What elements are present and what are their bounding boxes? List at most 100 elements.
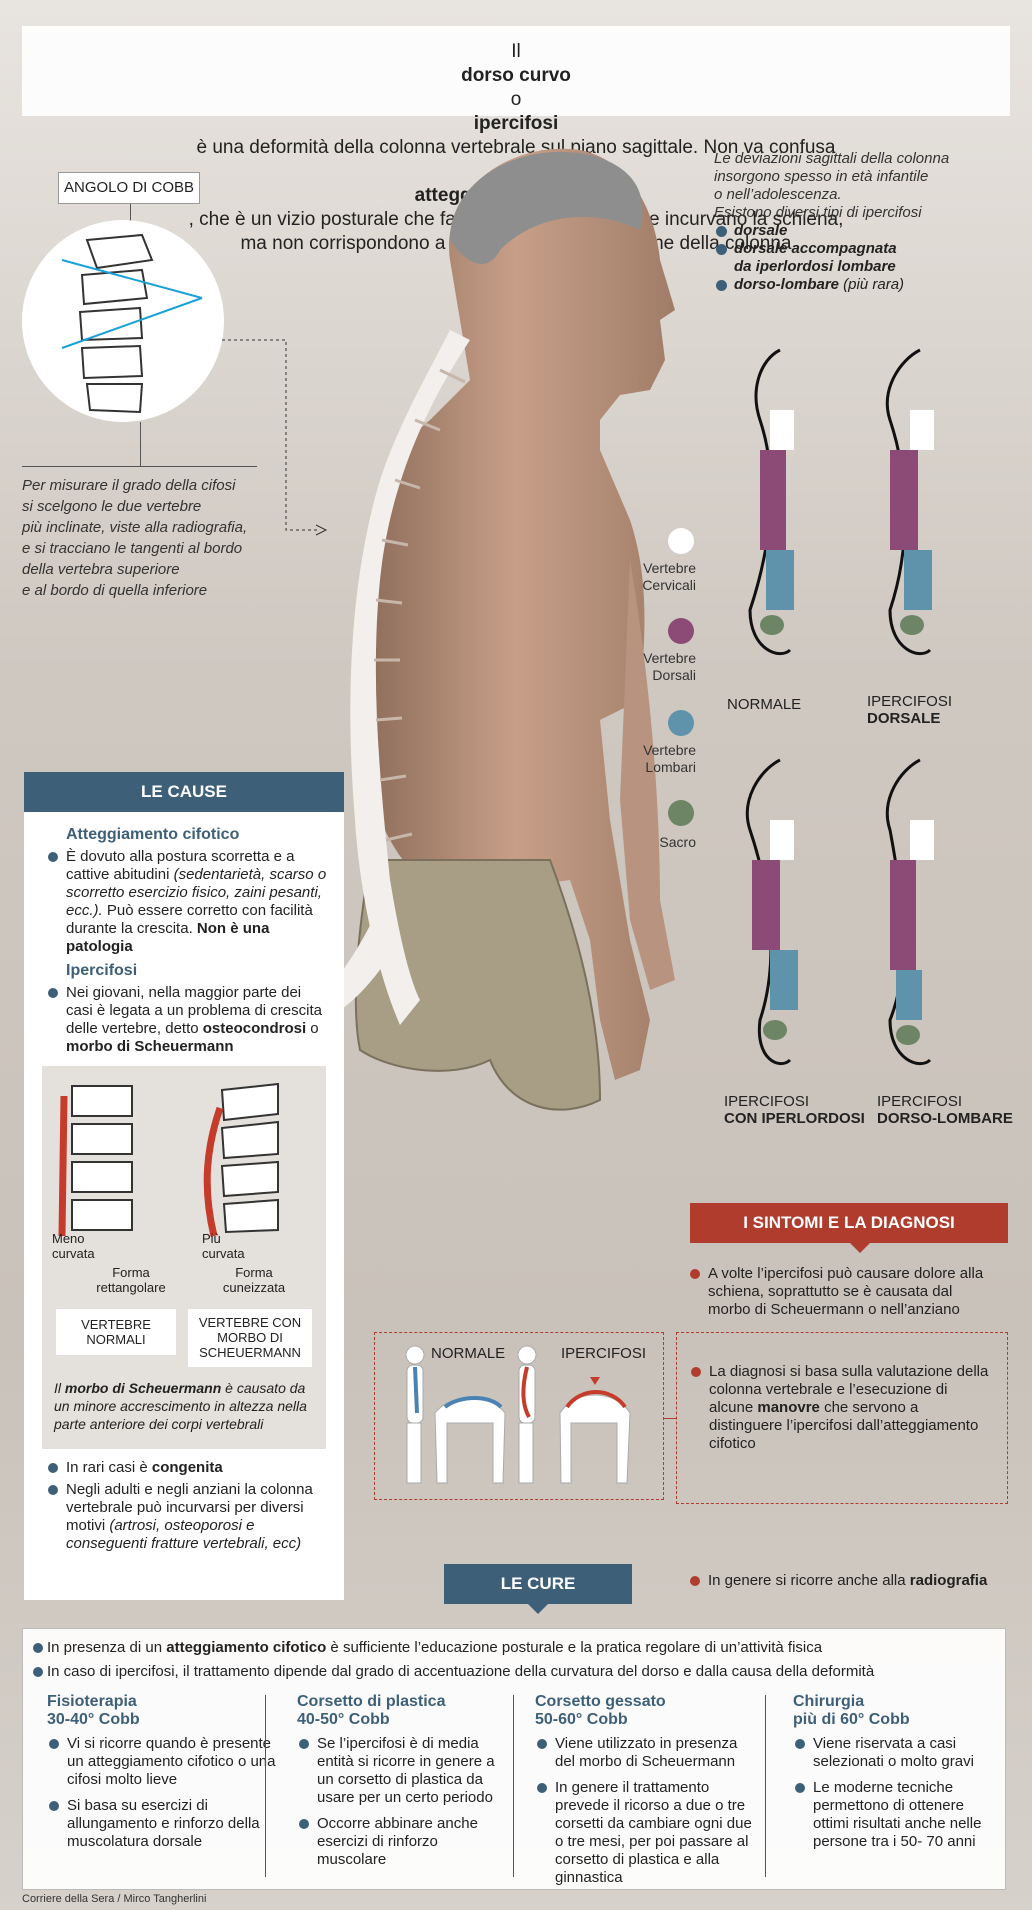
cobb-tag-connector xyxy=(130,204,131,222)
cures-title-pointer xyxy=(528,1604,548,1614)
type-name: dorso-lombare xyxy=(734,276,840,293)
legend-dot-lumbar xyxy=(668,710,694,736)
cure-col-range: 40-50° Cobb xyxy=(297,1711,390,1728)
radiography-bold: radiografia xyxy=(909,1572,988,1589)
cure-text: In presenza di un xyxy=(47,1639,167,1656)
type-item-cont: da iperlordosi lombare xyxy=(734,258,896,275)
spine-label-bold: DORSO-LOMBARE xyxy=(877,1110,1013,1127)
cause-text: In rari casi è xyxy=(66,1459,152,1476)
cure-col-item: Occorre abbinare anche esercizi di rinfo… xyxy=(297,1815,507,1869)
test-label-hyper: IPERCIFOSI xyxy=(561,1345,647,1362)
cause-text: o xyxy=(306,1020,319,1037)
label-less-curved: Meno curvata xyxy=(52,1231,95,1261)
symptoms-title: I SINTOMI E LA DIAGNOSI xyxy=(690,1203,1008,1243)
column-divider xyxy=(765,1695,766,1877)
cause-text: È dovuto alla postura scorretta e a catt… xyxy=(66,848,295,883)
cobb-line: e si tracciano le tangenti al bordo xyxy=(22,540,243,557)
diagnosis-bold: manovre xyxy=(757,1399,820,1416)
legend-dot-sacrum xyxy=(668,800,694,826)
cobb-line: della vertebra superiore xyxy=(22,561,180,578)
cobb-diagram xyxy=(22,220,224,422)
label-more-curved: Più curvata xyxy=(202,1231,245,1261)
cure-col-item: Si basa su esercizi di allungamento e ri… xyxy=(47,1797,287,1851)
info-line: Le deviazioni sagittali della colonna xyxy=(714,150,950,167)
scheuermann-note: Il morbo di Scheuermann è causato da un … xyxy=(54,1379,324,1433)
man-illustration xyxy=(300,148,675,1111)
scheuermann-box: VERTEBRE CON MORBO DI SCHEUERMANN xyxy=(188,1309,312,1367)
spine-label-line: IPERCIFOSI xyxy=(877,1093,963,1110)
note-text: è causato da un minore accrescimento in … xyxy=(54,1380,307,1432)
cobb-line: più inclinate, viste alla radiografia, xyxy=(22,519,248,536)
cures-panel: In presenza di un atteggiamento cifotico… xyxy=(22,1628,1006,1890)
causes-subtitle: Ipercifosi xyxy=(66,962,138,979)
cure-intro: In presenza di un atteggiamento cifotico… xyxy=(23,1639,1005,1657)
cause-italic: (artrosi, osteoporosi e conseguenti frat… xyxy=(66,1517,302,1552)
legend-label-cervical: Vertebre Cervicali xyxy=(642,560,696,593)
vertebrae-comparison: Meno curvata Più curvata Forma rettangol… xyxy=(42,1066,326,1449)
diagnosis-item: La diagnosi si basa sulla valutazione de… xyxy=(689,1363,989,1453)
cause-bold: morbo di Scheuermann xyxy=(66,1038,234,1055)
legend-dot-dorsal xyxy=(668,618,694,644)
info-line: o nell’adolescenza. xyxy=(714,186,842,203)
cause-item: È dovuto alla postura scorretta e a catt… xyxy=(38,848,330,956)
spine-label-bold: CON IPERLORDOSI xyxy=(724,1110,865,1127)
spine-dorsal xyxy=(885,348,934,656)
symptoms-title-pointer xyxy=(850,1243,870,1253)
spine-label-bold: DORSALE xyxy=(867,710,941,727)
test-label-normal: NORMALE xyxy=(431,1345,506,1362)
spine-overlay xyxy=(300,330,470,1025)
cobb-vertebrae xyxy=(61,233,203,414)
test-connector xyxy=(664,1418,676,1419)
type-note: (più rara) xyxy=(839,276,905,293)
type-item: dorsale accompagnata xyxy=(714,240,1014,258)
cobb-line: si scelgono le due vertebre xyxy=(22,498,202,515)
type-item: dorsale xyxy=(714,222,1014,240)
cobb-line: Per misurare il grado della cifosi xyxy=(22,477,236,494)
normal-vertebrae-box: VERTEBRE NORMALI xyxy=(56,1309,176,1355)
kyphosis-types-info: Le deviazioni sagittali della colonna in… xyxy=(714,150,1014,294)
cause-item: Negli adulti e negli anziani la colonna … xyxy=(38,1481,330,1553)
body-shape xyxy=(356,148,675,1080)
intro-bold: dorso curvo xyxy=(461,65,571,86)
diagnosis-text: che servono a distinguere l’ipercifosi d… xyxy=(709,1399,979,1452)
cure-col-title: Corsetto di plastica xyxy=(297,1693,446,1710)
header-intro: Il dorso curvo o ipercifosi è una deform… xyxy=(22,26,1010,254)
intro-text: o xyxy=(510,89,522,110)
cure-col-title: Fisioterapia xyxy=(47,1693,137,1710)
cure-bold: atteggiamento cifotico xyxy=(166,1639,327,1656)
cause-item: In rari casi è congenita xyxy=(38,1459,330,1477)
cure-col-item: Viene utilizzato in presenza del morbo d… xyxy=(535,1735,755,1771)
intro-text: Il xyxy=(511,41,521,62)
causes-subtitle: Atteggiamento cifotico xyxy=(66,826,240,843)
spine-label-normal: NORMALE xyxy=(727,696,802,713)
label-wedge: Forma cuneizzata xyxy=(222,1265,286,1295)
diagnosis-text: La diagnosi si basa sulla valutazione de… xyxy=(709,1363,989,1416)
cause-bold: congenita xyxy=(151,1459,223,1476)
cure-col-item: Vi si ricorre quando è presente un atteg… xyxy=(47,1735,287,1789)
spine-normal xyxy=(748,348,794,656)
symptom-item: A volte l’ipercifosi può causare dolore … xyxy=(688,1265,998,1319)
vertebrae-figures xyxy=(58,1082,279,1237)
cure-col-item: Viene riservata a casi selezionati o mol… xyxy=(793,1735,998,1771)
cure-col-item: Se l’ipercifosi è di media entità si ric… xyxy=(297,1735,507,1807)
cause-bold: Non è una patologia xyxy=(66,920,270,955)
legend-label-lumbar: Vertebre Lombari xyxy=(643,742,696,775)
test-diagram-box: NORMALE IPERCIFOSI xyxy=(374,1332,664,1500)
cobb-angle-tag: ANGOLO DI COBB xyxy=(58,172,200,204)
cause-item: Nei giovani, nella maggior parte dei cas… xyxy=(38,984,330,1056)
cure-col-title: Corsetto gessato xyxy=(535,1693,666,1710)
cobb-line: e al bordo di quella inferiore xyxy=(22,582,208,599)
intro-text: è una deformità della colonna vertebrale… xyxy=(196,137,836,158)
spine-segments xyxy=(374,368,466,842)
label-rectangular: Forma rettangolare xyxy=(96,1265,166,1295)
cobb-arrow-connector xyxy=(222,339,328,536)
column-divider xyxy=(513,1695,514,1877)
spine-hyperlordosis xyxy=(745,758,798,1066)
cause-text: Può essere corretto con facilità durante… xyxy=(66,902,313,937)
diagnosis-box: La diagnosi si basa sulla valutazione de… xyxy=(676,1332,1008,1504)
legend-label-sacrum: Sacro xyxy=(659,834,696,850)
cause-bold: osteocondrosi xyxy=(202,1020,307,1037)
type-item: dorso-lombare (più rara) xyxy=(714,276,1014,294)
